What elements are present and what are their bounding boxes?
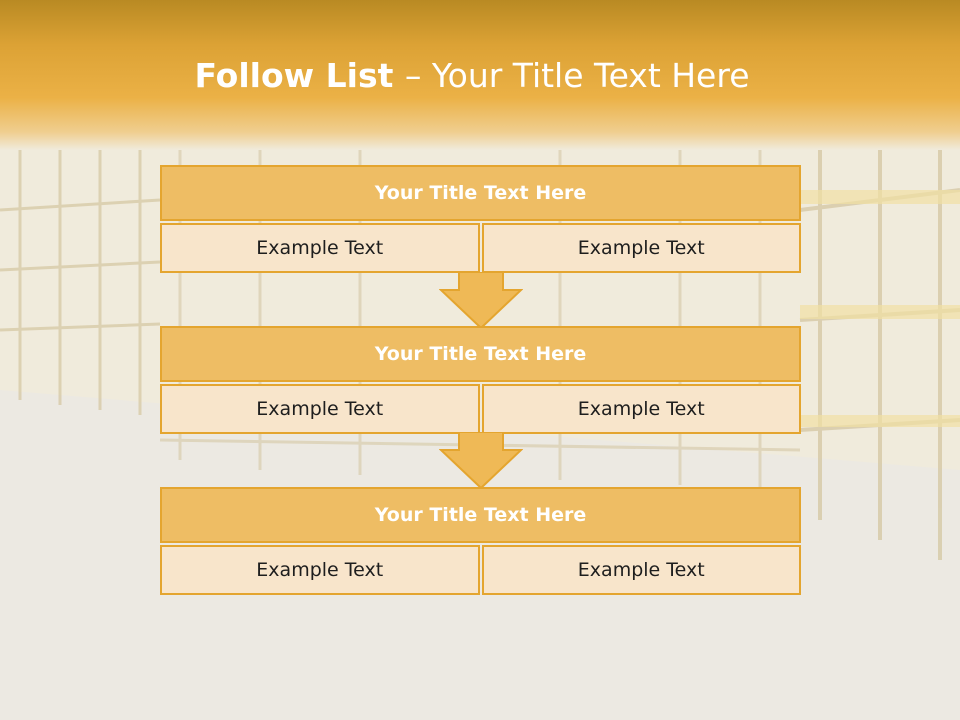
step-cell-right: Example Text: [481, 223, 801, 273]
step-cell-left: Example Text: [160, 384, 480, 434]
step-block-2: Your Title Text Here Example Text Exampl…: [160, 326, 801, 434]
step-title: Your Title Text Here: [160, 487, 801, 543]
step-block-3: Your Title Text Here Example Text Exampl…: [160, 487, 801, 595]
step-title: Your Title Text Here: [160, 326, 801, 382]
step-row: Example Text Example Text: [160, 545, 801, 595]
slide-title: Follow List – Your Title Text Here: [0, 56, 944, 96]
step-row: Example Text Example Text: [160, 223, 801, 273]
down-arrow-icon: [439, 432, 523, 490]
step-cell-right: Example Text: [481, 384, 801, 434]
title-bold-part: Follow List: [194, 56, 405, 95]
step-block-1: Your Title Text Here Example Text Exampl…: [160, 165, 801, 273]
step-title: Your Title Text Here: [160, 165, 801, 221]
down-arrow-icon: [439, 272, 523, 330]
step-row: Example Text Example Text: [160, 384, 801, 434]
step-cell-right: Example Text: [481, 545, 801, 595]
title-rest-part: – Your Title Text Here: [404, 56, 750, 95]
header-band: [0, 0, 960, 150]
step-cell-left: Example Text: [160, 545, 480, 595]
step-cell-left: Example Text: [160, 223, 480, 273]
